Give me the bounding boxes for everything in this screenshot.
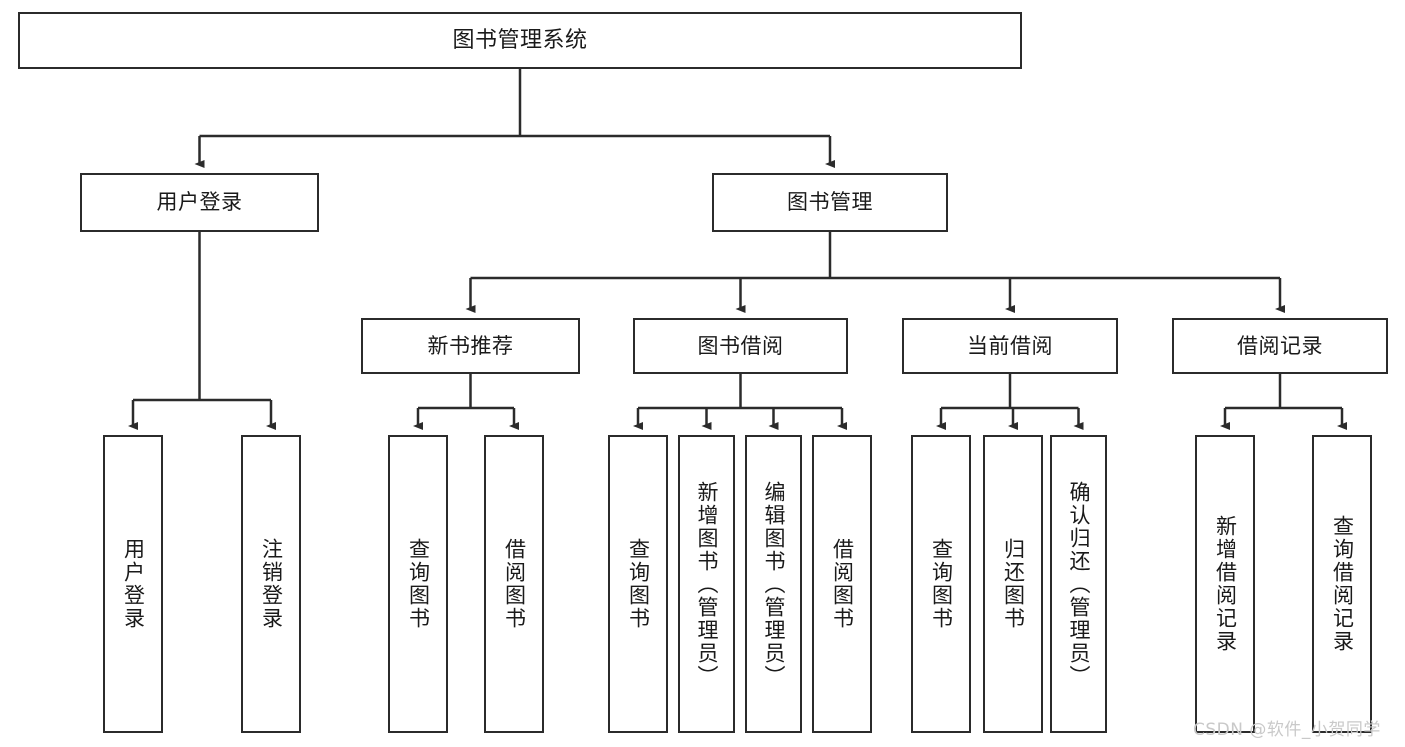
node-label: 用户登录 xyxy=(156,190,243,215)
node-label: 图书借阅 xyxy=(697,333,784,358)
node-label: 查询图书 xyxy=(929,538,954,630)
node-label: 新增借阅记录 xyxy=(1213,515,1238,653)
watermark-csdn: CSDN @软件_小贺同学 xyxy=(1193,720,1381,740)
node-book-management-system[interactable]: 图书管理系统 xyxy=(18,12,1022,69)
node-label: 编辑图书（管理员） xyxy=(762,480,787,688)
node-leaf-logout[interactable]: 注销登录 xyxy=(241,435,301,733)
node-new-book-rec[interactable]: 新书推荐 xyxy=(361,318,580,374)
node-book-manage[interactable]: 图书管理 xyxy=(712,173,948,232)
node-label: 图书管理系统 xyxy=(452,27,588,53)
node-leaf-borrow-book-1[interactable]: 借阅图书 xyxy=(484,435,544,733)
node-leaf-confirm-return[interactable]: 确认归还（管理员） xyxy=(1050,435,1107,733)
node-leaf-query-record[interactable]: 查询借阅记录 xyxy=(1312,435,1372,733)
node-user-login[interactable]: 用户登录 xyxy=(80,173,319,232)
node-label: 用户登录 xyxy=(121,538,146,630)
node-label: 当前借阅 xyxy=(967,333,1053,358)
node-label: 新增图书（管理员） xyxy=(695,480,720,688)
node-label: 归还图书 xyxy=(1001,538,1026,630)
node-borrow-record[interactable]: 借阅记录 xyxy=(1172,318,1388,374)
node-label: 借阅图书 xyxy=(502,538,527,630)
node-leaf-add-record[interactable]: 新增借阅记录 xyxy=(1195,435,1255,733)
node-label: 借阅记录 xyxy=(1237,333,1323,358)
node-leaf-return-book[interactable]: 归还图书 xyxy=(983,435,1043,733)
node-label: 新书推荐 xyxy=(427,333,514,358)
node-book-borrow[interactable]: 图书借阅 xyxy=(633,318,848,374)
node-label: 查询借阅记录 xyxy=(1330,515,1355,653)
node-current-borrow[interactable]: 当前借阅 xyxy=(902,318,1118,374)
node-leaf-query-book-3[interactable]: 查询图书 xyxy=(911,435,971,733)
node-label: 查询图书 xyxy=(406,538,431,630)
node-label: 确认归还（管理员） xyxy=(1067,480,1092,688)
node-label: 图书管理 xyxy=(787,190,873,215)
node-label: 注销登录 xyxy=(259,538,284,630)
node-leaf-query-book-1[interactable]: 查询图书 xyxy=(388,435,448,733)
node-leaf-borrow-book-2[interactable]: 借阅图书 xyxy=(812,435,872,733)
node-label: 查询图书 xyxy=(626,538,651,630)
node-leaf-query-book-2[interactable]: 查询图书 xyxy=(608,435,668,733)
node-leaf-edit-book[interactable]: 编辑图书（管理员） xyxy=(745,435,802,733)
node-label: 借阅图书 xyxy=(830,538,855,630)
node-leaf-user-login[interactable]: 用户登录 xyxy=(103,435,163,733)
node-leaf-add-book[interactable]: 新增图书（管理员） xyxy=(678,435,735,733)
